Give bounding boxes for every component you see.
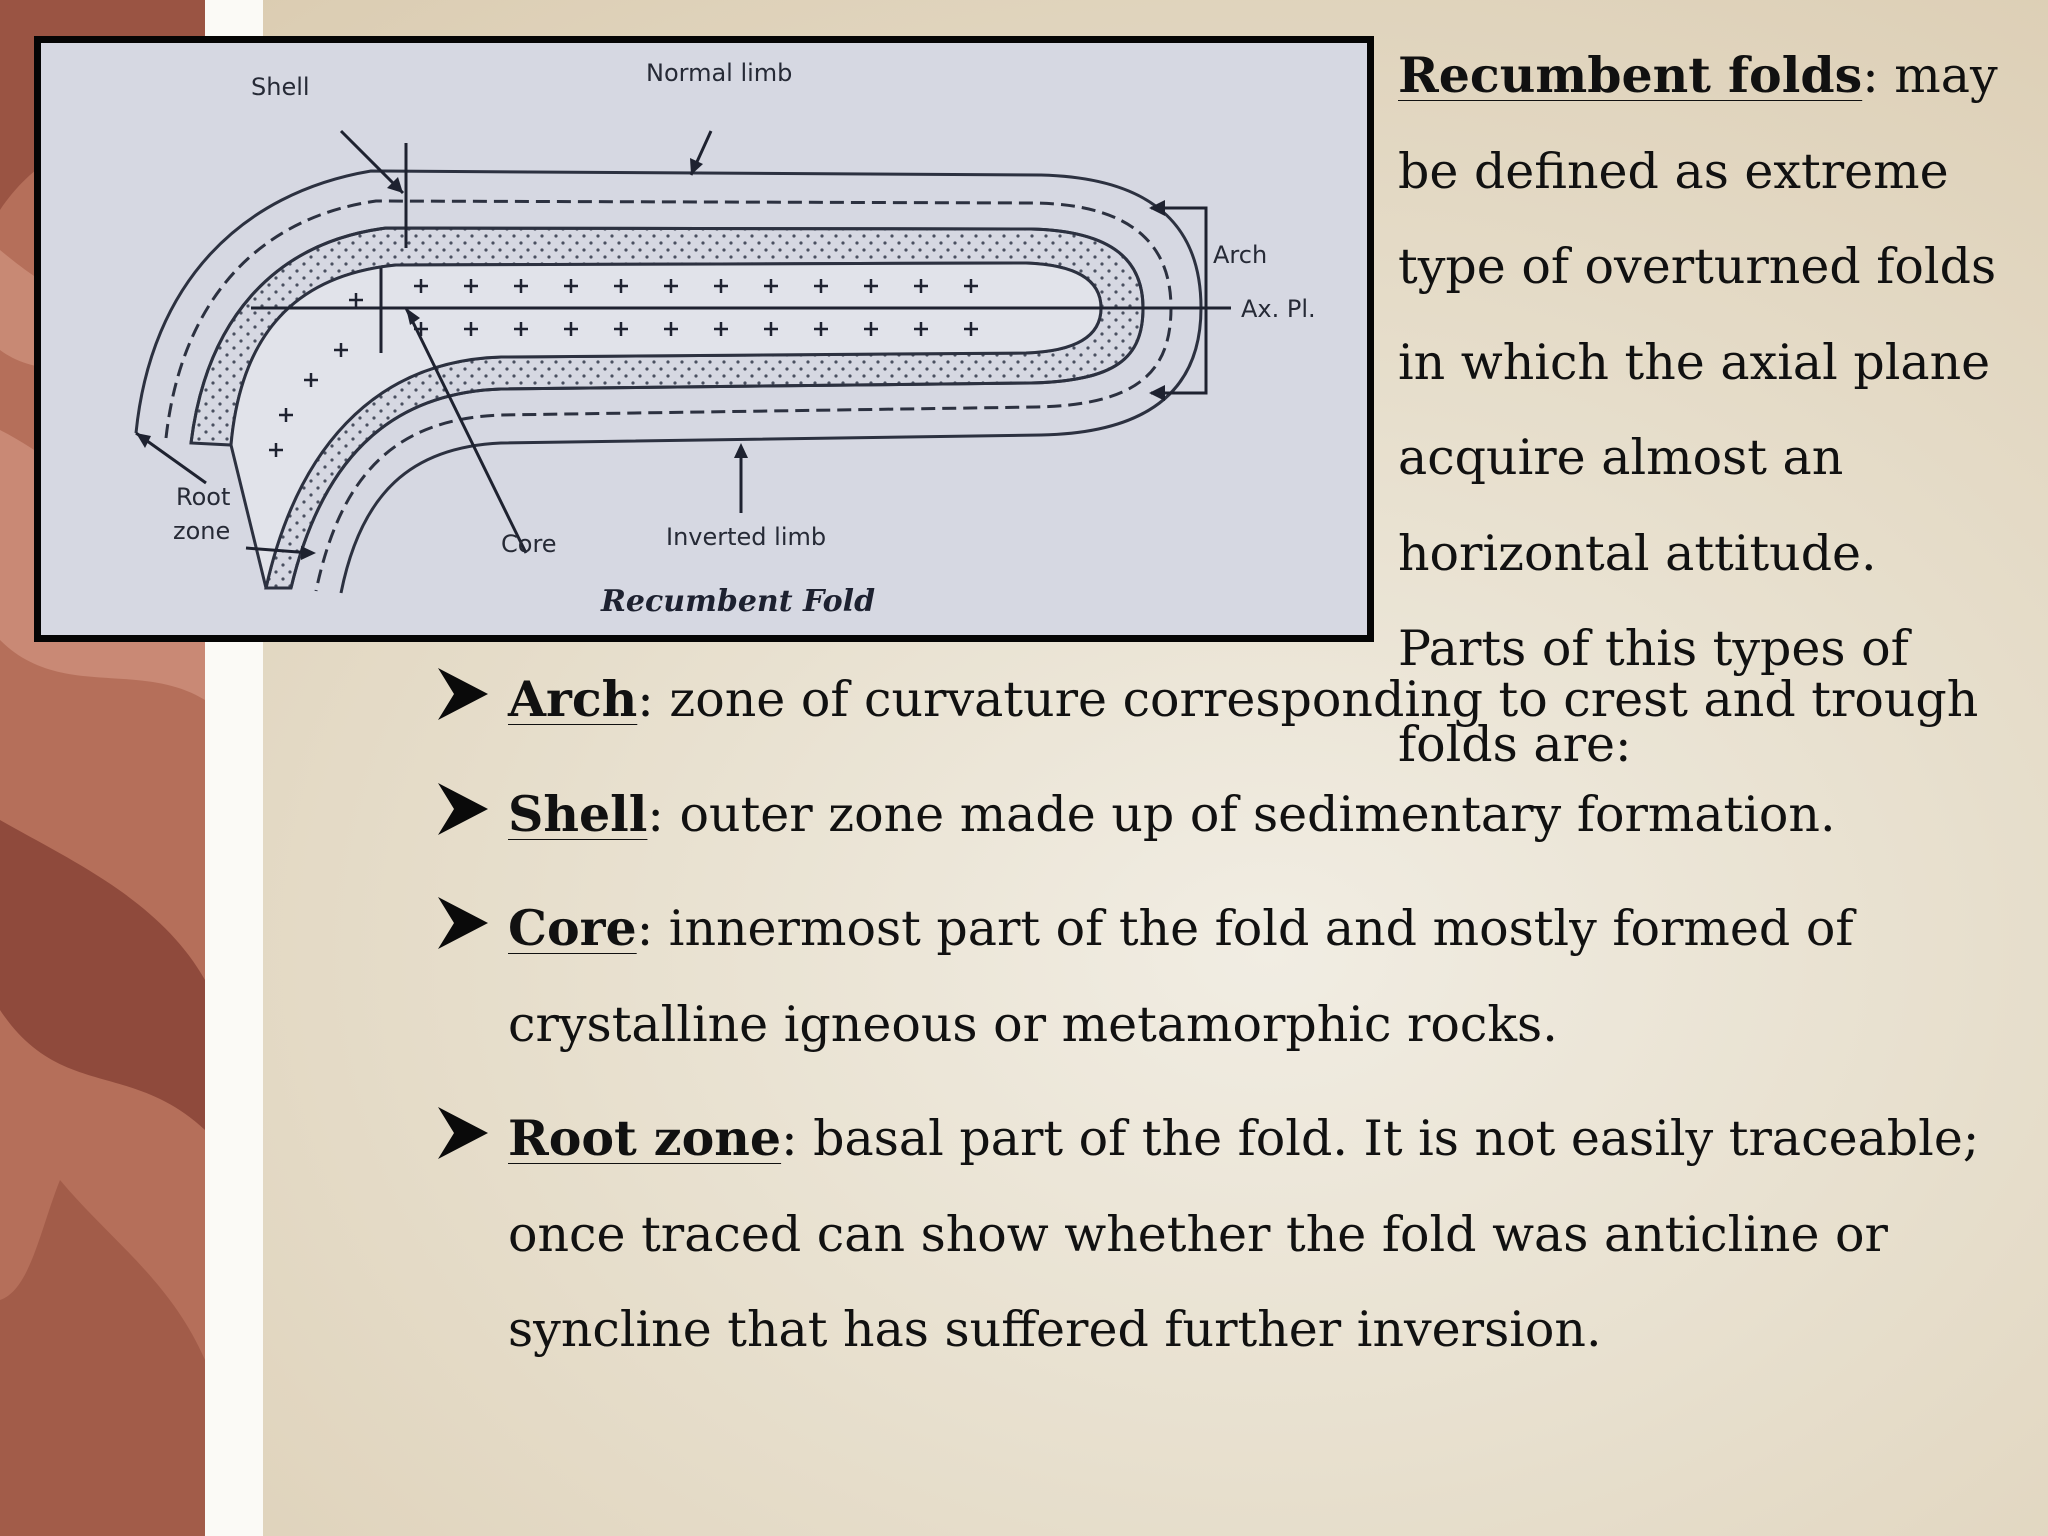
label-root-line2: zone	[173, 517, 230, 545]
label-shell: Shell	[251, 73, 310, 101]
bullet-text-arch: : zone of curvature corresponding to cre…	[637, 671, 1979, 728]
parts-list: Arch: zone of curvature corresponding to…	[436, 652, 1996, 1397]
diagram-title: Recumbent Fold	[600, 584, 875, 619]
intro-paragraph: Recumbent folds: may be defined as extre…	[1398, 28, 2018, 792]
bullet-term-arch: Arch	[508, 670, 638, 728]
label-arch: Arch	[1213, 241, 1267, 269]
arrowhead-bullet-icon	[438, 668, 488, 720]
bullet-term-core: Core	[508, 899, 637, 957]
intro-term: Recumbent folds	[1398, 46, 1863, 104]
arrowhead-bullet-icon	[438, 1107, 488, 1159]
recumbent-fold-diagram: Shell Normal limb Arch Ax. Pl. Root zone…	[34, 36, 1374, 642]
list-item: Root zone: basal part of the fold. It is…	[436, 1091, 1996, 1378]
arrowhead-bullet-icon	[438, 897, 488, 949]
bullet-text-shell: : outer zone made up of sedimentary form…	[647, 785, 1836, 843]
label-axial-plane: Ax. Pl.	[1241, 295, 1316, 323]
list-item: Shell: outer zone made up of sedimentary…	[436, 767, 1996, 863]
bullet-text-root-zone: : basal part of the fold. It is not easi…	[508, 1110, 1980, 1358]
bullet-term-shell: Shell	[508, 784, 648, 843]
label-root-line1: Root	[176, 483, 230, 511]
list-item: Arch: zone of curvature corresponding to…	[436, 652, 1996, 748]
list-item: Core: innermost part of the fold and mos…	[436, 881, 1996, 1072]
bullet-term-root-zone: Root zone	[508, 1109, 782, 1167]
label-inverted-limb: Inverted limb	[666, 523, 826, 551]
arrowhead-bullet-icon	[438, 782, 488, 835]
intro-text: : may be defined as extreme type of over…	[1398, 47, 1998, 773]
label-core: Core	[501, 530, 557, 558]
label-normal-limb: Normal limb	[646, 59, 792, 87]
bullet-text-core: : innermost part of the fold and mostly …	[508, 900, 1854, 1053]
